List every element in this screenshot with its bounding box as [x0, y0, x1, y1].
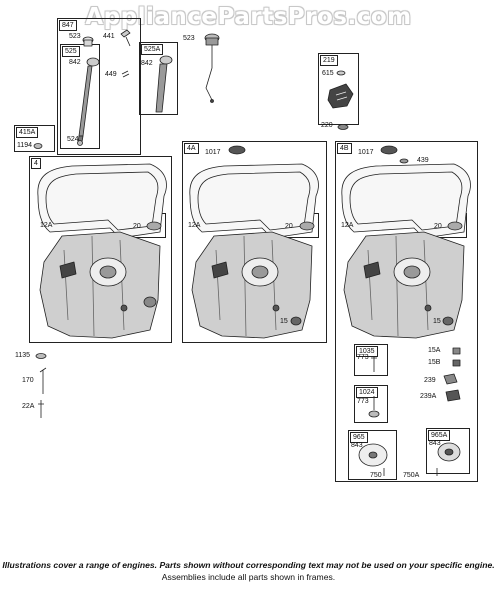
part-label: 15B	[428, 359, 441, 366]
watermark-logo: AppliancePartsPros.com	[85, 4, 412, 30]
part-label: 441	[103, 33, 115, 40]
disclaimer-text: Illustrations cover a range of engines. …	[2, 560, 495, 570]
link-icon	[39, 367, 47, 394]
part-label: 220	[321, 122, 333, 129]
part-label: 15	[280, 318, 288, 325]
frame-label-4b: 4B	[337, 143, 352, 154]
part-label: 843	[429, 440, 441, 447]
frame-label-847: 847	[59, 20, 77, 31]
part-label: 750	[370, 472, 382, 479]
frame-965: 965	[348, 430, 397, 480]
part-label: 20	[285, 223, 293, 230]
part-label: 842	[69, 59, 81, 66]
seal-icon	[146, 221, 162, 231]
part-label: 1017	[205, 149, 221, 156]
frame-label-525: 525	[62, 46, 80, 57]
frame-label-4a: 4A	[184, 143, 199, 154]
part-label: 773	[357, 398, 369, 405]
part-label: 449	[105, 71, 117, 78]
part-label: 20	[434, 223, 442, 230]
frame-label-415a: 415A	[16, 127, 39, 138]
part-label: 1135	[15, 352, 31, 359]
part-label: 750A	[403, 472, 420, 479]
part-label: 12A	[341, 222, 354, 229]
frame-label-965a: 965A	[428, 430, 451, 441]
frame-1035: 1035	[354, 344, 388, 376]
rod-icon	[38, 400, 44, 418]
frame-847: 847	[57, 18, 141, 155]
crankcase-b-icon	[341, 145, 471, 339]
bolt-icon	[120, 29, 131, 47]
dipstick-tube-a-icon	[155, 55, 173, 113]
part-label: 523	[69, 33, 81, 40]
frame-1024: 1024	[354, 385, 388, 423]
frame-label-525a: 525A	[141, 44, 164, 55]
part-label: 22A	[22, 403, 35, 410]
frame-4a: 4A	[182, 141, 327, 343]
frame-label-1024: 1024	[356, 387, 378, 398]
part-label: 20	[133, 223, 141, 230]
frame-label-1035: 1035	[356, 346, 378, 357]
part-label: 239A	[420, 393, 437, 400]
seal-a-icon	[299, 221, 315, 231]
part-label: 843	[351, 442, 363, 449]
part-label: 1017	[358, 149, 374, 156]
frame-4: 4	[29, 156, 172, 343]
dipstick-icon	[204, 33, 220, 103]
part-label: 15A	[428, 347, 441, 354]
frame-415a: 415A	[14, 125, 55, 152]
fitting-a-icon	[445, 389, 461, 402]
dipstick-tube-icon	[77, 36, 100, 146]
part-label: 239	[424, 377, 436, 384]
assemblies-note: Assemblies include all parts shown in fr…	[161, 572, 336, 582]
part-label: 773	[357, 354, 369, 361]
frame-label-219: 219	[320, 55, 338, 66]
part-label: 12A	[188, 222, 201, 229]
valve-icon	[371, 356, 377, 372]
part-label: 523	[183, 35, 195, 42]
governor-icon	[327, 70, 354, 130]
frame-label-4: 4	[31, 158, 41, 169]
frame-965a: 965A	[426, 428, 470, 474]
frame-219: 219	[318, 53, 359, 125]
frame-525: 525	[60, 44, 100, 149]
screw-icon	[121, 70, 130, 78]
crankcase-icon	[37, 163, 167, 339]
part-label: 615	[322, 70, 334, 77]
frame-label-965: 965	[350, 432, 368, 443]
part-label: 15	[433, 318, 441, 325]
plug-15a-icon	[452, 347, 461, 355]
part-label: 12A	[40, 222, 53, 229]
seal-b-icon	[447, 221, 463, 231]
part-label: 439	[417, 157, 429, 164]
frame-4b: 4B	[335, 141, 478, 482]
plug-icon	[33, 143, 43, 149]
part-label: 1194	[17, 142, 33, 149]
plug-15b-icon	[452, 359, 461, 367]
fitting-icon	[443, 373, 458, 385]
washer-icon	[35, 353, 47, 359]
frame-525a: 525A	[139, 42, 178, 115]
part-label: 170	[22, 377, 34, 384]
part-label: 524	[67, 136, 79, 143]
part-label: 842	[141, 60, 153, 67]
crankcase-a-icon	[189, 145, 319, 339]
